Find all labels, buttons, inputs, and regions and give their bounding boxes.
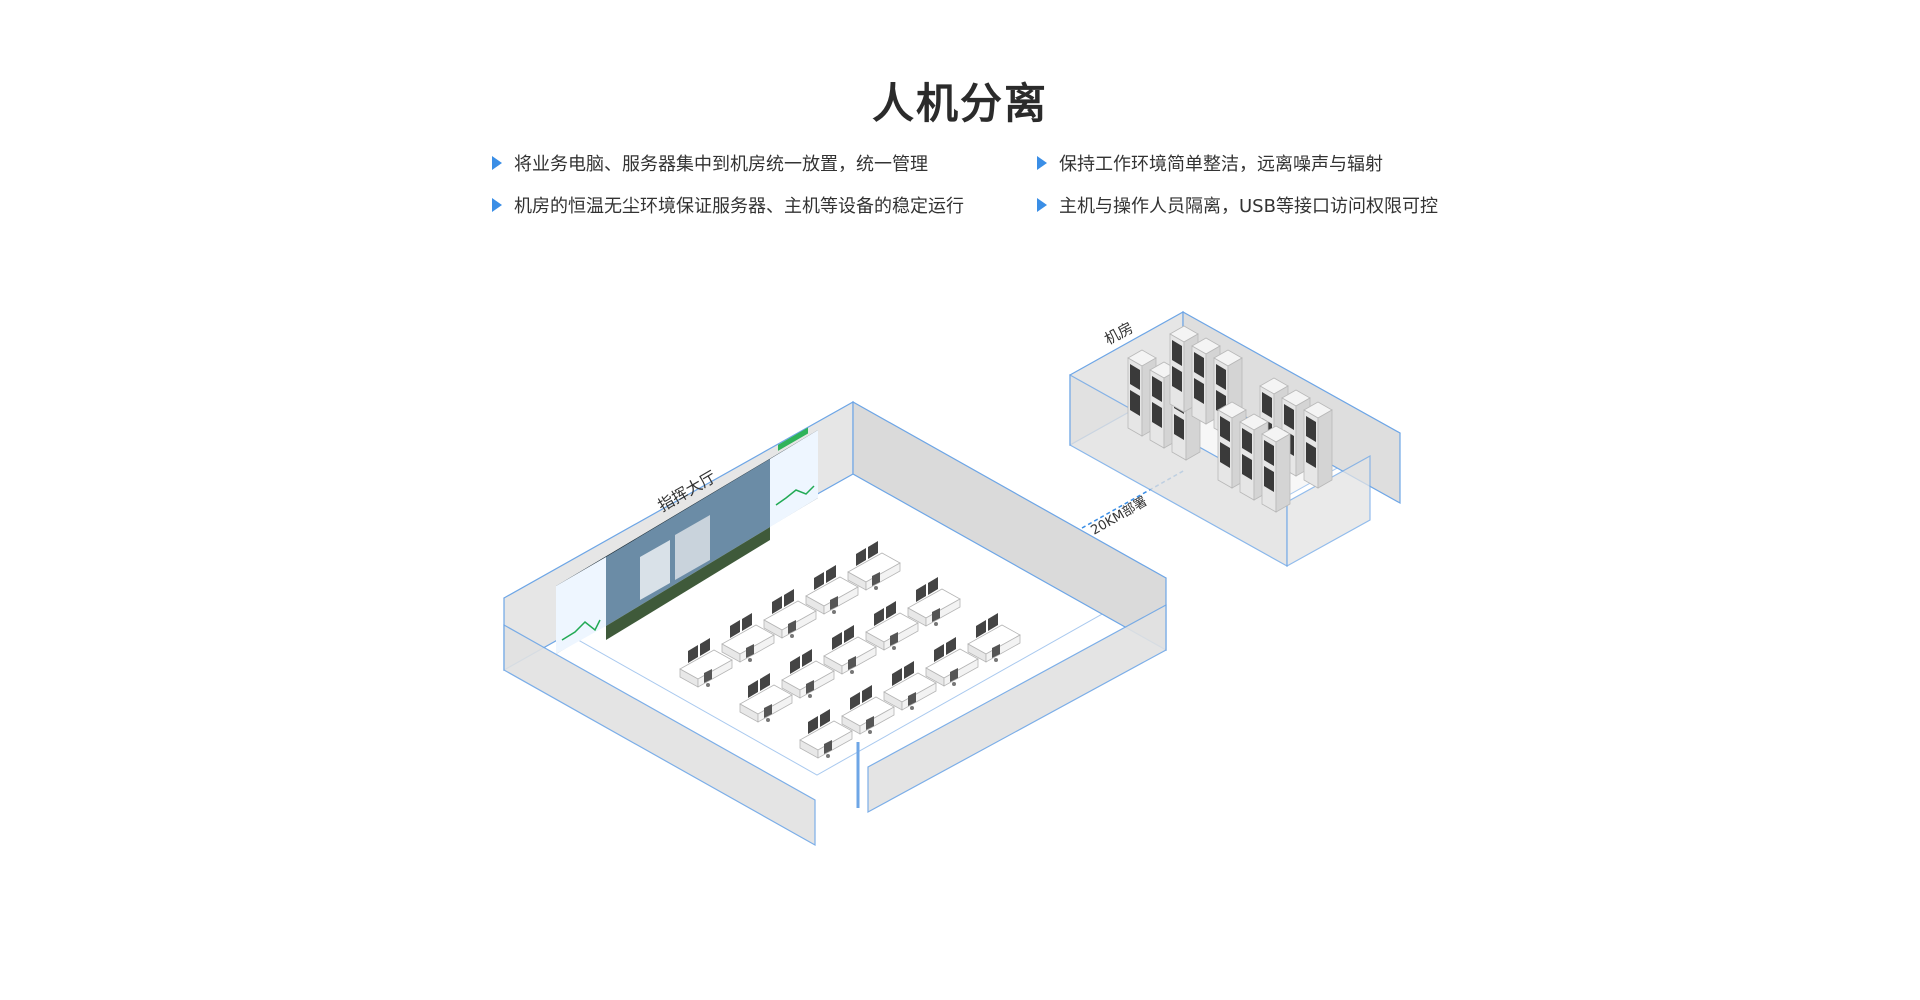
feature-text: 保持工作环境简单整洁，远离噪声与辐射 — [1059, 154, 1383, 175]
feature-text: 机房的恒温无尘环境保证服务器、主机等设备的稳定运行 — [514, 196, 964, 217]
triangle-bullet-icon — [492, 156, 502, 170]
hall-wall-front-right — [867, 603, 1167, 814]
page-title: 人机分离 — [871, 79, 1048, 128]
server-rack — [1303, 401, 1333, 489]
feature-item: 机房的恒温无尘环境保证服务器、主机等设备的稳定运行 — [492, 194, 1037, 217]
triangle-bullet-icon — [492, 198, 502, 212]
hall-wall-front-left — [503, 623, 816, 847]
video-wall — [556, 427, 818, 654]
server-room-wall-front-right — [1286, 454, 1371, 568]
feature-list: 将业务电脑、服务器集中到机房统一放置，统一管理 保持工作环境简单整洁，远离噪声与… — [492, 152, 1452, 217]
link-label: 20KM部署 — [1089, 494, 1150, 538]
feature-item: 保持工作环境简单整洁，远离噪声与辐射 — [1037, 152, 1452, 175]
feature-item: 将业务电脑、服务器集中到机房统一放置，统一管理 — [492, 152, 1037, 175]
triangle-bullet-icon — [1037, 156, 1047, 170]
feature-item: 主机与操作人员隔离，USB等接口访问权限可控 — [1037, 194, 1452, 217]
server-rack — [1261, 425, 1291, 513]
feature-text: 主机与操作人员隔离，USB等接口访问权限可控 — [1059, 196, 1438, 217]
triangle-bullet-icon — [1037, 198, 1047, 212]
feature-text: 将业务电脑、服务器集中到机房统一放置，统一管理 — [514, 154, 928, 175]
server-room: 机房 — [1068, 310, 1402, 568]
command-hall: 指挥大厅 — [502, 400, 1168, 847]
